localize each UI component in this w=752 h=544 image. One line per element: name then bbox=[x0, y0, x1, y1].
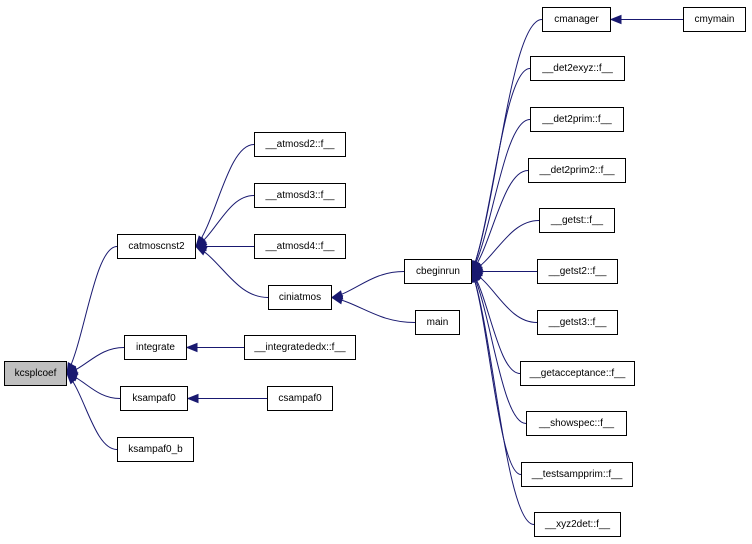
node-getst3[interactable]: __getst3::f__ bbox=[537, 310, 618, 335]
node-atmosd3[interactable]: __atmosd3::f__ bbox=[254, 183, 346, 208]
node-integrate[interactable]: integrate bbox=[124, 335, 187, 360]
node-csampaf0[interactable]: csampaf0 bbox=[267, 386, 333, 411]
edge-atmosd3-to-catmoscnst2 bbox=[195, 195, 255, 247]
node-ksampaf0-b[interactable]: ksampaf0_b bbox=[117, 437, 194, 462]
edge-showspec-to-cbeginrun bbox=[471, 271, 527, 424]
arrowhead-ciniatmos-to-catmoscnst2 bbox=[194, 245, 208, 256]
node-cmanager[interactable]: cmanager bbox=[542, 7, 611, 32]
edge-det2prim2-to-cbeginrun bbox=[471, 170, 529, 272]
edge-det2prim-to-cbeginrun bbox=[471, 119, 531, 272]
node-getacceptance[interactable]: __getacceptance::f__ bbox=[520, 361, 635, 386]
node-atmosd2[interactable]: __atmosd2::f__ bbox=[254, 132, 346, 157]
edge-getacceptance-to-cbeginrun bbox=[471, 271, 521, 374]
edge-catmoscnst2-to-kcsplcoef bbox=[66, 246, 118, 374]
node-cmymain[interactable]: cmymain bbox=[683, 7, 746, 32]
edge-det2exyz-to-cbeginrun bbox=[471, 68, 531, 272]
node-ciniatmos[interactable]: ciniatmos bbox=[268, 285, 332, 310]
node-main[interactable]: main bbox=[415, 310, 460, 335]
node-atmosd4[interactable]: __atmosd4::f__ bbox=[254, 234, 346, 259]
arrowhead-ksampaf0_b-to-kcsplcoef bbox=[66, 372, 78, 385]
arrowhead-main-to-ciniatmos bbox=[330, 295, 344, 305]
node-getst[interactable]: __getst::f__ bbox=[539, 208, 615, 233]
node-ksampaf0[interactable]: ksampaf0 bbox=[120, 386, 188, 411]
node-getst2[interactable]: __getst2::f__ bbox=[537, 259, 618, 284]
node-cbeginrun[interactable]: cbeginrun bbox=[404, 259, 472, 284]
node-xyz2det[interactable]: __xyz2det::f__ bbox=[534, 512, 621, 537]
node-kcsplcoef: kcsplcoef bbox=[4, 361, 67, 386]
edge-atmosd2-to-catmoscnst2 bbox=[195, 144, 255, 247]
node-testsampprim[interactable]: __testsampprim::f__ bbox=[521, 462, 633, 487]
arrowhead-integratedx-to-integrate bbox=[185, 342, 198, 353]
arrowhead-csampaf0-to-ksampaf0 bbox=[186, 393, 199, 404]
arrowhead-cmymain-to-cmanager bbox=[609, 14, 622, 25]
edge-xyz2det-to-cbeginrun bbox=[471, 271, 535, 525]
edge-ksampaf0_b-to-kcsplcoef bbox=[66, 373, 118, 450]
node-det2prim2[interactable]: __det2prim2::f__ bbox=[528, 158, 626, 183]
node-showspec[interactable]: __showspec::f__ bbox=[526, 411, 627, 436]
node-det2exyz[interactable]: __det2exyz::f__ bbox=[530, 56, 625, 81]
edge-main-to-ciniatmos bbox=[331, 297, 416, 323]
node-integratededx[interactable]: __integratededx::f__ bbox=[244, 335, 356, 360]
node-det2prim[interactable]: __det2prim::f__ bbox=[530, 107, 624, 132]
node-catmoscnst2[interactable]: catmoscnst2 bbox=[117, 234, 196, 259]
edge-testsampprim-to-cbeginrun bbox=[471, 271, 522, 475]
edge-cbeginrun-to-ciniatmos bbox=[331, 271, 405, 298]
